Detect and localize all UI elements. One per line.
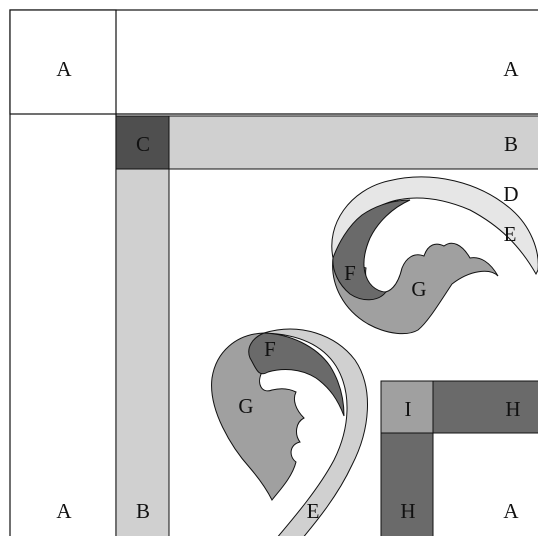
label-i: I [405, 397, 412, 421]
label-g-upper: G [411, 277, 426, 301]
lower-scroll-band-e [263, 328, 368, 536]
corner-c [115, 115, 170, 170]
label-b-top: B [504, 132, 518, 156]
corner-i [380, 380, 434, 434]
label-a-top-right: A [503, 57, 519, 81]
label-h-bottom: H [400, 499, 415, 523]
label-a-top-left: A [56, 57, 72, 81]
upper-scroll-leaf-f [332, 199, 411, 301]
label-f-lower: F [264, 337, 276, 361]
label-h-right: H [505, 397, 520, 421]
label-f-upper: F [344, 261, 356, 285]
label-e-upper: E [504, 222, 517, 246]
label-a-bottom-left: A [56, 499, 72, 523]
lower-scroll-leaf-g [211, 332, 305, 501]
label-g-lower: G [238, 394, 253, 418]
label-b-left: B [136, 499, 150, 523]
lower-scroll [211, 328, 368, 536]
label-e-lower: E [307, 499, 320, 523]
lower-scroll-leaf-f [248, 332, 345, 417]
label-d: D [503, 182, 518, 206]
label-c: C [136, 132, 150, 156]
upper-scroll [331, 176, 538, 335]
band-b-top [115, 115, 538, 170]
band-b-left [115, 115, 170, 536]
label-a-bottom-right: A [503, 499, 519, 523]
corner-box-a [9, 9, 117, 115]
upper-scroll-leaf-g [332, 242, 499, 335]
